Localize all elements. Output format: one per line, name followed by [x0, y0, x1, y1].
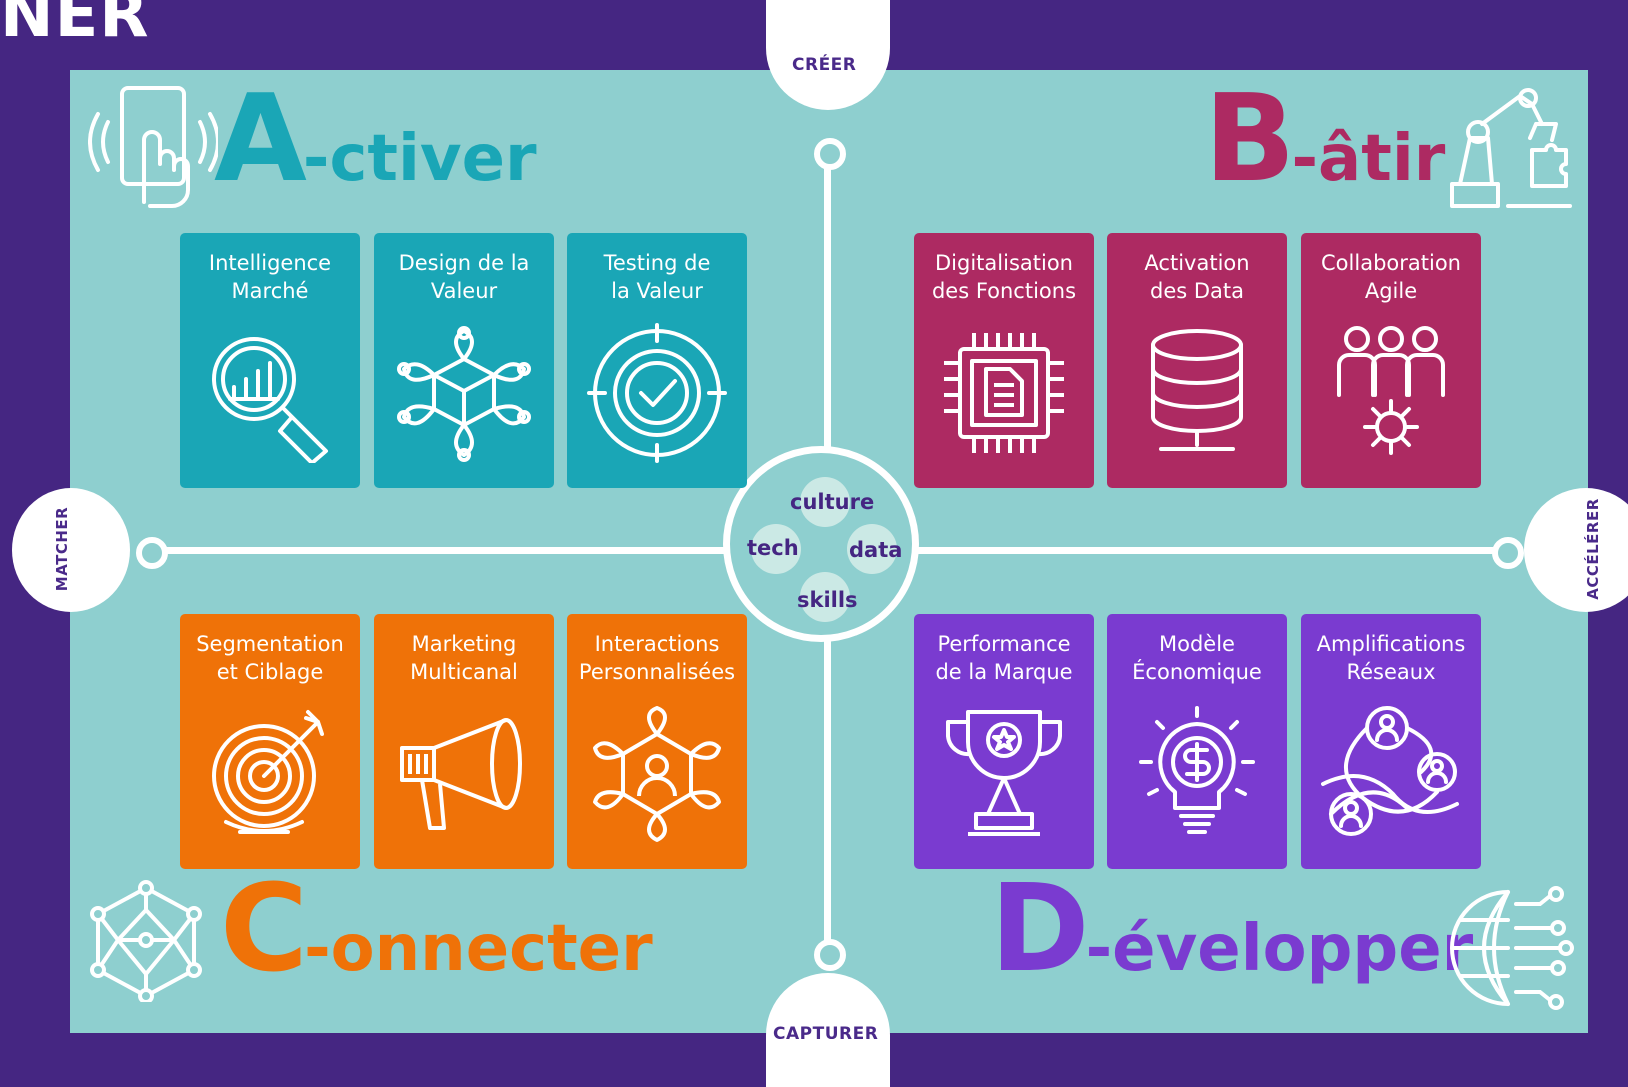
- quadrant-b-letter: B: [1204, 70, 1295, 209]
- cube-network-icon: [397, 326, 531, 462]
- card-label: Marketing Multicanal: [410, 632, 518, 684]
- hub-globe-right: [847, 524, 897, 574]
- hub-word-data: data: [849, 538, 903, 562]
- card-activation-des-data: Activation des Data: [1107, 233, 1287, 488]
- card-performance-de-la-marque: Performance de la Marque: [914, 614, 1094, 869]
- card-label: Interactions Personnalisées: [578, 632, 736, 684]
- axis-pill-right: [1524, 488, 1628, 612]
- card-testing-de-la-valeur: Testing de la Valeur: [567, 233, 747, 488]
- axis-label-right: ACCÉLÉRER: [1583, 498, 1602, 600]
- quadrant-c-letter: C: [220, 860, 308, 999]
- quadrant-b-rest: -âtir: [1291, 122, 1446, 196]
- quadrant-c-title: C-onnecter: [220, 870, 653, 990]
- hub-globe-bottom: [800, 572, 850, 622]
- card-segmentation-et-ciblage: Segmentation et Ciblage: [180, 614, 360, 869]
- axis-label-left: MATCHER: [53, 506, 72, 592]
- bulb-dollar-icon: [1139, 706, 1255, 834]
- hub-word-skills: skills: [797, 588, 858, 612]
- axis-pill-bottom: [766, 973, 890, 1087]
- card-label: Segmentation et Ciblage: [196, 632, 344, 684]
- card-label: Amplifications Réseaux: [1316, 632, 1466, 684]
- card-marketing-multicanal: Marketing Multicanal: [374, 614, 554, 869]
- hub-word-culture: culture: [790, 490, 875, 514]
- axis-end-top: [814, 138, 846, 170]
- quadrant-a-letter: A: [214, 70, 307, 209]
- person-network-icon: [593, 706, 721, 842]
- polygon-network-icon: [90, 880, 202, 1002]
- axis-end-left: [136, 537, 168, 569]
- hub-word-tech: tech: [747, 536, 799, 560]
- team-gear-icon: [1337, 326, 1445, 455]
- check-target-icon: [587, 323, 727, 463]
- header-partial-word: NER: [0, 0, 150, 52]
- globe-circuit-icon: [1450, 886, 1574, 1010]
- card-intelligence-marche: Intelligence Marché: [180, 233, 360, 488]
- hub-globe-top: [800, 477, 850, 527]
- robot-arm-icon: [1450, 88, 1572, 208]
- quadrant-c-rest: -onnecter: [304, 912, 653, 986]
- quadrant-a-title: A-ctiver: [214, 80, 537, 200]
- quadrant-a-rest: -ctiver: [302, 122, 537, 196]
- quadrant-d-rest: -évelopper: [1085, 912, 1474, 986]
- card-label: Collaboration Agile: [1321, 251, 1461, 303]
- hub-globe-left: [751, 524, 801, 574]
- card-label: Performance de la Marque: [935, 632, 1073, 684]
- megaphone-icon: [400, 718, 522, 830]
- axis-label-bottom: CAPTURER: [773, 1024, 879, 1044]
- card-design-de-la-valeur: Design de la Valeur: [374, 233, 554, 488]
- card-label: Modèle Économique: [1132, 632, 1262, 684]
- card-amplifications-reseaux: Amplifications Réseaux: [1301, 614, 1481, 869]
- axis-end-right: [1492, 537, 1524, 569]
- axis-pill-left: [12, 488, 130, 612]
- axis-pill-top: [766, 0, 890, 110]
- database-icon: [1151, 329, 1243, 451]
- axis-label-top: CRÉER: [792, 55, 857, 75]
- quadrant-d-title: D-évelopper: [990, 870, 1473, 990]
- card-interactions-personnalisees: Interactions Personnalisées: [567, 614, 747, 869]
- axis-end-bottom: [814, 939, 846, 971]
- card-label: Design de la Valeur: [398, 251, 530, 303]
- card-label: Testing de la Valeur: [603, 251, 711, 303]
- card-digitalisation-des-fonctions: Digitalisation des Fonctions: [914, 233, 1094, 488]
- target-arrow-icon: [212, 710, 324, 834]
- quadrant-d-letter: D: [990, 860, 1090, 999]
- touch-hand-icon: [88, 86, 218, 208]
- quadrant-b-title: B-âtir: [1204, 80, 1445, 200]
- card-label: Digitalisation des Fonctions: [931, 251, 1077, 303]
- magnifier-chart-icon: [212, 337, 328, 463]
- chip-document-icon: [944, 333, 1064, 453]
- card-modele-economique: Modèle Économique: [1107, 614, 1287, 869]
- card-collaboration-agile: Collaboration Agile: [1301, 233, 1481, 488]
- card-label: Activation des Data: [1144, 251, 1250, 303]
- trophy-star-icon: [946, 710, 1062, 836]
- card-label: Intelligence Marché: [208, 251, 332, 303]
- people-network-icon: [1321, 706, 1459, 836]
